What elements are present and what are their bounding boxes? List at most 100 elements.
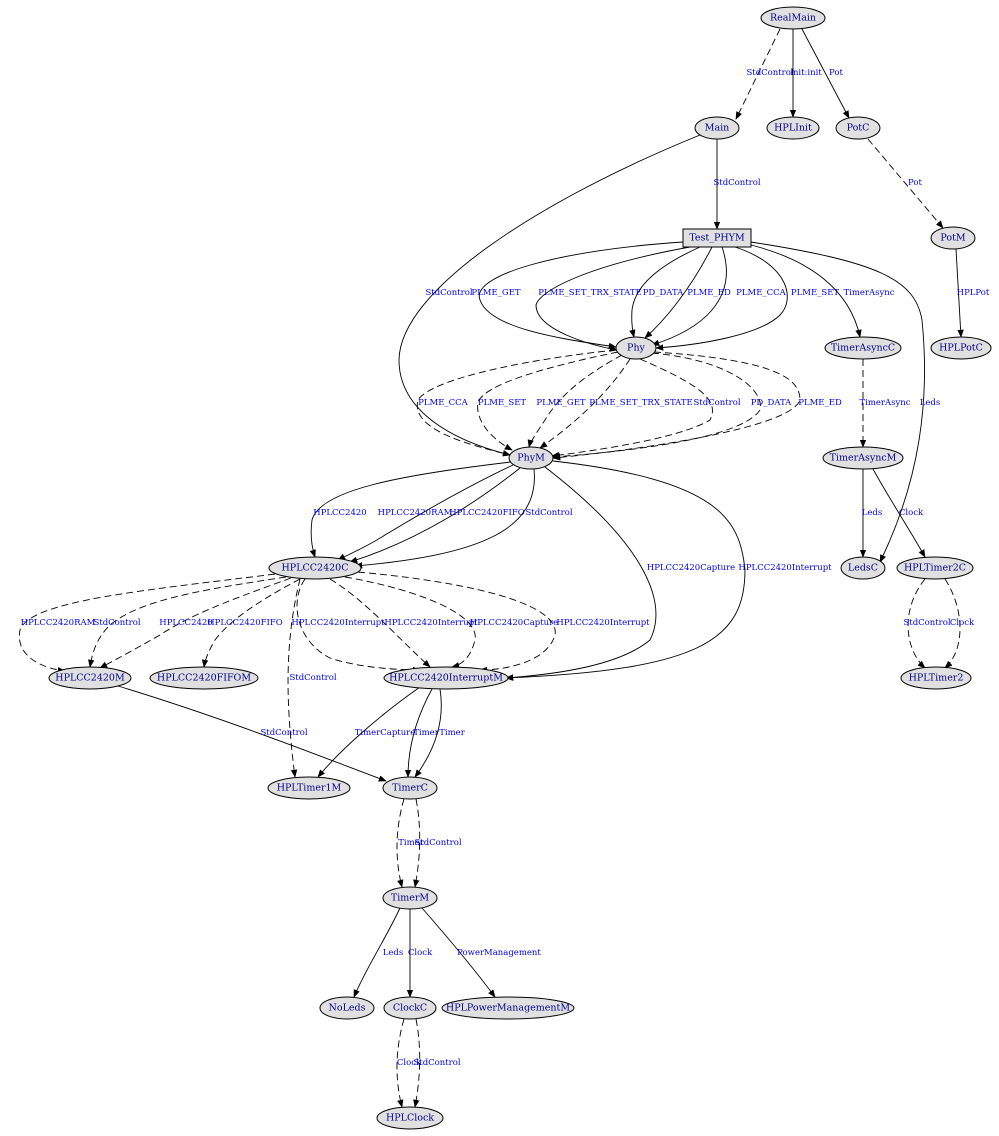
- edge-label: HPLCC2420: [159, 618, 212, 628]
- edge-label: HPLCC2420FIFO: [449, 508, 525, 518]
- node-ellipse: [760, 6, 826, 30]
- node-timerasyncc[interactable]: TimerAsyncC: [824, 336, 902, 360]
- edge-label: Pot: [829, 68, 843, 78]
- node-timerc[interactable]: TimerC: [382, 776, 438, 800]
- edge-clockc-to-hplclock: StdControl: [413, 1018, 461, 1108]
- edge-line: [413, 1018, 421, 1108]
- edge-line: [353, 907, 401, 998]
- edge-hplcc2420c-to-hplcc2420interruptm: HPLCC2420Interrupt: [357, 571, 650, 674]
- edge-line: [396, 1018, 405, 1108]
- edge-line: [329, 578, 431, 668]
- edge-line: [750, 244, 862, 338]
- node-label: HPLTimer2C: [904, 563, 966, 574]
- edge-line: [527, 354, 623, 448]
- edge-line: [551, 358, 713, 459]
- node-ellipse: [822, 446, 904, 470]
- edge-label: Leds: [862, 508, 882, 518]
- edge-label: HPLCC2420Interrupt: [384, 618, 478, 628]
- edge-line: [88, 576, 287, 668]
- edge-label: HPLCC2420Interrupt: [291, 618, 385, 628]
- node-hplcc2420c[interactable]: HPLCC2420C: [268, 556, 362, 580]
- edge-line: [629, 246, 701, 338]
- node-hplcc2420fifom[interactable]: HPLCC2420FIFOM: [149, 666, 259, 690]
- node-ellipse: [508, 446, 554, 470]
- edge-phym-to-hplcc2420c: HPLCC2420FIFO: [349, 467, 525, 563]
- node-hpltimer2[interactable]: HPLTimer2: [900, 666, 972, 690]
- node-ellipse: [840, 556, 886, 580]
- node-clockc[interactable]: ClockC: [383, 996, 437, 1020]
- node-ellipse: [694, 116, 740, 140]
- node-ellipse: [319, 996, 375, 1020]
- node-test_phym[interactable]: Test_PHYM: [682, 228, 752, 248]
- edge-line: [907, 578, 926, 669]
- edge-phym-to-hplcc2420c: HPLCC2420RAM: [337, 464, 514, 561]
- edge-label: PLME_SET_TRX_STATE: [589, 398, 692, 408]
- node-ellipse: [382, 886, 438, 910]
- edge-line: [478, 241, 684, 350]
- edge-line: [349, 467, 521, 563]
- node-potc[interactable]: PotC: [835, 116, 881, 140]
- node-ellipse: [615, 336, 657, 360]
- node-realmain[interactable]: RealMain: [760, 6, 826, 30]
- edge-hplcc2420c-to-hpltimer1m: StdControl: [287, 578, 337, 778]
- edge-label: StdControl: [713, 178, 760, 188]
- node-main[interactable]: Main: [694, 116, 740, 140]
- edge-line: [287, 578, 301, 778]
- node-label: HPLInit: [774, 123, 812, 134]
- edge-line: [535, 246, 691, 352]
- edge-timerasyncm-to-hpltimer2c: Clock: [872, 468, 926, 558]
- edge-label: PLME_SET_TRX_STATE: [538, 288, 641, 298]
- node-timerm[interactable]: TimerM: [382, 886, 438, 910]
- edge-label: PowerManagement: [457, 948, 541, 958]
- edge-label: HPLCC2420Interrupt: [556, 618, 650, 628]
- edge-hplcc2420c-to-hplcc2420interruptm: HPLCC2420Interrupt: [329, 578, 478, 668]
- node-phym[interactable]: PhyM: [508, 446, 554, 470]
- node-phy[interactable]: Phy: [615, 336, 657, 360]
- edge-line: [421, 907, 496, 998]
- edge-label: init:init: [790, 68, 822, 78]
- edge-test_phym-to-phy: PD_DATA: [629, 246, 701, 338]
- edge-label: HPLCC2420Interrupt: [738, 563, 832, 573]
- node-label: HPLTimer2: [909, 673, 964, 684]
- edge-line: [413, 798, 421, 888]
- node-hplinit[interactable]: HPLInit: [766, 116, 820, 140]
- node-hplpotc[interactable]: HPLPotC: [930, 336, 992, 360]
- node-hpltimer1m[interactable]: HPLTimer1M: [267, 776, 351, 800]
- node-ellipse: [896, 556, 974, 580]
- node-label: HPLTimer1M: [277, 783, 342, 794]
- edge-potm-to-hplpotc: HPLPot: [955, 248, 990, 338]
- node-ledsc[interactable]: LedsC: [840, 556, 886, 580]
- edge-line: [309, 461, 512, 558]
- edge-test_phym-to-phy: PLME_ED: [644, 246, 731, 339]
- node-label: PotM: [940, 233, 966, 244]
- edge-label: PLME_CCA: [736, 288, 787, 298]
- edge-label: StdControl: [425, 288, 472, 298]
- edge-test_phym-to-phy: PLME_SET_TRX_STATE: [535, 246, 691, 352]
- edge-label: PLME_SET: [478, 398, 527, 408]
- edge-label: Timer: [398, 838, 424, 848]
- node-hplclock[interactable]: HPLClock: [376, 1106, 444, 1130]
- node-ellipse: [48, 666, 132, 690]
- edge-label: StdControl: [260, 728, 307, 738]
- node-hplcc2420m[interactable]: HPLCC2420M: [48, 666, 132, 690]
- node-hpltimer2c[interactable]: HPLTimer2C: [896, 556, 974, 580]
- edge-test_phym-to-phy: PLME_GET: [471, 241, 684, 350]
- edge-line: [955, 248, 964, 338]
- node-label: LedsC: [848, 563, 878, 574]
- edge-phym-to-hplcc2420c: HPLCC2420: [309, 461, 512, 558]
- node-potm[interactable]: PotM: [930, 226, 976, 250]
- node-timerasyncm[interactable]: TimerAsyncM: [822, 446, 904, 470]
- edge-test_phym-to-phy: PLME_CCA: [651, 246, 787, 346]
- node-ellipse: [441, 996, 575, 1020]
- edge-label: StdControl: [289, 673, 336, 683]
- edge-test_phym-to-ledsc: Leds: [750, 241, 940, 563]
- node-label: PotC: [847, 123, 870, 134]
- edge-timerc-to-timerm: Timer: [396, 798, 425, 888]
- node-noleds[interactable]: NoLeds: [319, 996, 375, 1020]
- edge-label: Pot: [908, 178, 922, 188]
- node-hplpowermanagementm[interactable]: HPLPowerManagementM: [441, 996, 575, 1020]
- node-hplcc2420interruptm[interactable]: HPLCC2420InterruptM: [383, 666, 509, 690]
- edge-line: [404, 688, 433, 778]
